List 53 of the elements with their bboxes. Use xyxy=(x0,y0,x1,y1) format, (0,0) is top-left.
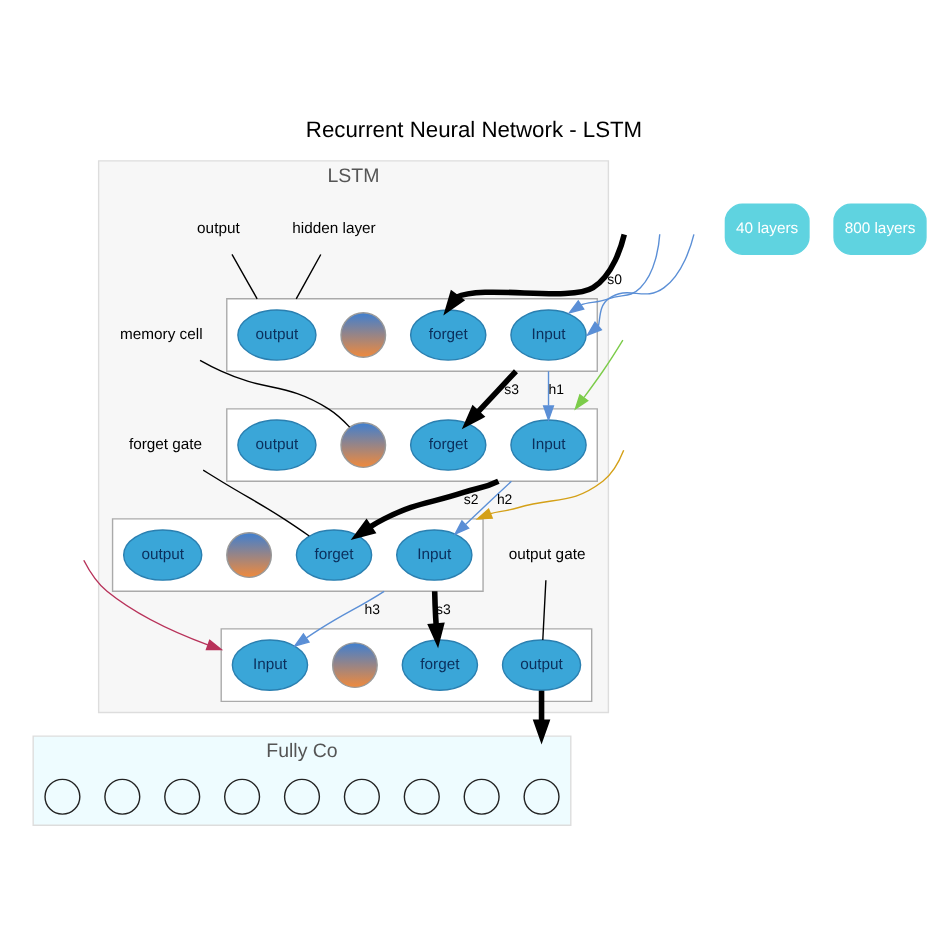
node-ellipse: output xyxy=(122,528,203,580)
arrow xyxy=(350,477,500,539)
connector xyxy=(231,252,258,299)
node-circle xyxy=(463,777,500,814)
arrow xyxy=(567,232,661,313)
node-text: output xyxy=(197,218,240,237)
node-circle xyxy=(340,311,387,357)
node-ellipse: forget xyxy=(409,308,487,360)
node-circle xyxy=(104,777,141,814)
label: 800 layers xyxy=(844,218,916,237)
node-ellipse: Input xyxy=(510,308,587,360)
node-ellipse: Input xyxy=(231,638,309,690)
connector xyxy=(199,358,351,427)
arrow xyxy=(83,558,224,650)
node-circle xyxy=(283,777,321,814)
node-circle xyxy=(226,531,273,578)
connector xyxy=(542,578,547,640)
arrow xyxy=(461,368,518,429)
node-text: output gate xyxy=(508,543,586,562)
arrow xyxy=(292,589,385,647)
node-circle xyxy=(340,421,387,468)
node-ellipse: forget xyxy=(409,418,487,470)
arrow xyxy=(475,448,625,519)
node-circle xyxy=(523,777,560,814)
cluster xyxy=(226,407,598,481)
label: 40 layers xyxy=(736,218,799,237)
arrow xyxy=(574,338,624,410)
node-circle xyxy=(224,777,261,814)
arrow xyxy=(585,232,695,336)
node-text: hidden layer xyxy=(292,218,376,237)
node-text: memory cell xyxy=(120,323,203,342)
arrow xyxy=(532,689,551,744)
cluster: Fully Co xyxy=(32,734,572,825)
arrow xyxy=(443,232,627,315)
arrow xyxy=(542,369,555,422)
node-ellipse: Input xyxy=(396,528,473,580)
node-ellipse: output xyxy=(237,308,317,360)
node-circle xyxy=(343,777,380,814)
node-ellipse: forget xyxy=(401,638,479,690)
diagram-title: Recurrent Neural Network - LSTM xyxy=(305,117,643,142)
node-ellipse: output xyxy=(501,638,582,690)
node-ellipse: forget xyxy=(295,528,373,580)
arrow xyxy=(427,590,445,648)
node-circle xyxy=(164,777,201,814)
connector xyxy=(295,252,322,299)
node-text: forget gate xyxy=(128,433,203,452)
node-ellipse: output xyxy=(237,418,317,470)
node-circle xyxy=(403,777,440,814)
node-circle xyxy=(44,777,81,814)
node-circle xyxy=(331,641,378,688)
arrow xyxy=(453,479,513,535)
node-ellipse: Input xyxy=(510,418,587,470)
connector xyxy=(202,468,310,536)
